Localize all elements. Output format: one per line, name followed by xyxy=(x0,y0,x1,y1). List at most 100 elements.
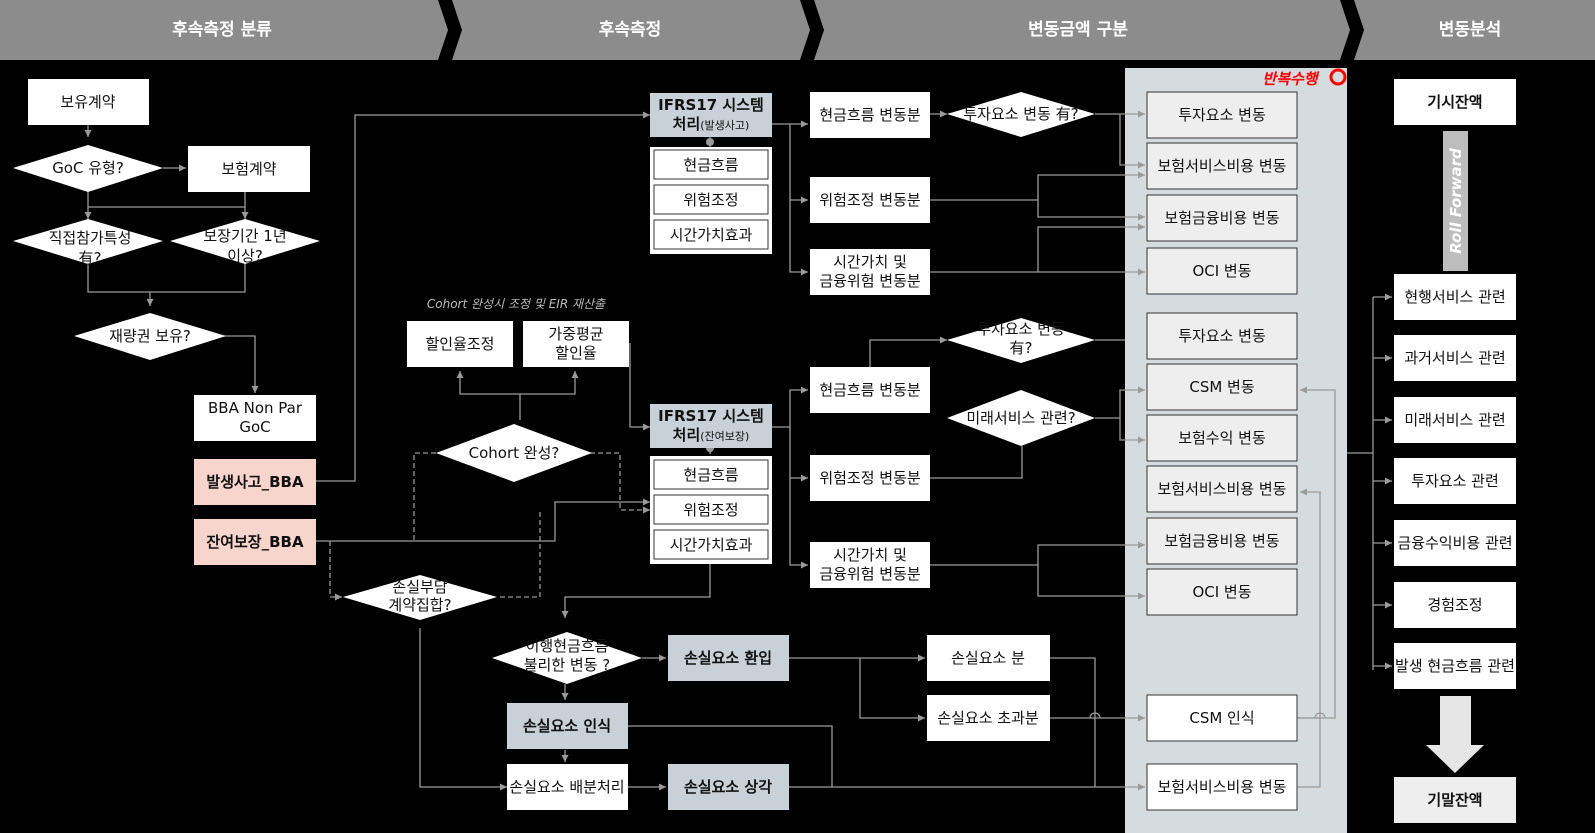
result-box xyxy=(1146,91,1298,139)
holding-contract-label: 보유계약 xyxy=(60,93,115,111)
system-incurred-title: IFRS17 시스템 xyxy=(658,96,764,114)
result-label: CSM 변동 xyxy=(1189,378,1255,396)
ra-change-label: 위험조정 변동분 xyxy=(819,469,921,487)
junction-dot xyxy=(706,138,714,146)
future-service-decision xyxy=(947,390,1095,446)
result-box xyxy=(1146,363,1298,411)
tv-change-label: 시간가치 및 xyxy=(833,253,907,271)
result-box xyxy=(1146,517,1298,565)
loss-excess-label: 손실요소 초과분 xyxy=(937,709,1039,727)
invest-change-decision xyxy=(947,92,1095,137)
analysis-item-label: 과거서비스 관련 xyxy=(1404,349,1505,367)
analysis-item-label: 발생 현금흐름 관련 xyxy=(1395,657,1515,675)
result-label: 보험금융비용 변동 xyxy=(1164,209,1279,227)
header-chevron-1 xyxy=(0,0,448,60)
fulfilment-cf-label: 불리한 변동 ? xyxy=(524,656,611,674)
header-title: 변동금액 구분 xyxy=(1028,20,1128,40)
result-box xyxy=(1146,568,1298,616)
header-chevron-2 xyxy=(452,0,810,60)
analysis-item-label: 미래서비스 관련 xyxy=(1404,411,1505,429)
discount-rate-label: 할인율조정 xyxy=(425,335,494,353)
col1-nodes: 보유계약 GoC 유형? 보험계약 직접참가특성 有? 보장기간 1년 이상? … xyxy=(13,79,320,565)
result-label: 보험서비스비용 변동 xyxy=(1158,778,1287,796)
cf-change-box xyxy=(810,367,930,413)
component-label: 현금흐름 xyxy=(683,156,738,174)
analysis-item-box xyxy=(1394,582,1516,628)
component-box xyxy=(653,149,769,180)
result-label: CSM 인식 xyxy=(1189,709,1254,727)
opening-balance-label: 기시잔액 xyxy=(1427,93,1482,111)
cohort-complete-label: Cohort 완성? xyxy=(469,444,560,462)
loss-amortization-label: 손실요소 상각 xyxy=(684,778,772,796)
ra-change-box xyxy=(810,455,930,501)
component-label: 시간가치효과 xyxy=(670,226,753,244)
line-hop xyxy=(1089,712,1101,719)
opening-balance-box xyxy=(1394,79,1516,125)
future-service-label: 미래서비스 관련? xyxy=(966,409,1075,427)
goc-type-decision xyxy=(13,145,163,192)
loss-reversal-label: 손실요소 환입 xyxy=(684,649,772,667)
invest-change-label: 투자요소 변동 xyxy=(977,320,1065,338)
analysis-item-label: 투자요소 관련 xyxy=(1411,472,1499,490)
component-label: 현금흐름 xyxy=(683,466,738,484)
cohort-complete-decision xyxy=(436,424,592,482)
component-box xyxy=(653,494,769,525)
analysis-item-label: 현행서비스 관련 xyxy=(1404,288,1505,306)
result-box xyxy=(1146,414,1298,462)
col3-nodes: 현금흐름 변동분 위험조정 변동분 시간가치 및 금융위험 변동분 투자요소 변… xyxy=(810,68,1347,741)
fulfilment-cf-decision xyxy=(492,632,642,684)
analysis-item-box xyxy=(1394,520,1516,566)
tv-change-label: 금융위험 변동분 xyxy=(819,565,921,583)
component-box xyxy=(653,459,769,490)
header-chevron-4 xyxy=(1354,0,1595,60)
discount-rate-box xyxy=(407,321,513,367)
onerous-group-decision xyxy=(343,575,497,620)
direct-participation-decision xyxy=(13,219,163,264)
dashed-connectors xyxy=(329,452,650,601)
system-remaining-title: IFRS17 시스템 xyxy=(658,407,764,425)
result-box xyxy=(1146,312,1298,360)
tv-change-box xyxy=(810,249,930,295)
loss-allocation-label: 손실요소 배분처리 xyxy=(509,778,624,796)
result-label: 보험서비스비용 변동 xyxy=(1158,480,1287,498)
loss-excess-box xyxy=(927,695,1050,741)
remaining-bba-box xyxy=(194,519,316,565)
closing-balance-label: 기말잔액 xyxy=(1427,791,1482,809)
discretion-decision xyxy=(74,313,226,360)
bba-non-par-label: BBA Non Par xyxy=(208,399,303,417)
cohort-note: Cohort 완성시 조정 및 EIR 재산출 xyxy=(427,297,606,311)
result-box xyxy=(1146,694,1298,742)
tv-change-label: 시간가치 및 xyxy=(833,546,907,564)
analysis-item-label: 금융수익비용 관련 xyxy=(1397,534,1512,552)
result-box xyxy=(1146,194,1298,242)
loss-recognition-label: 손실요소 인식 xyxy=(523,717,611,735)
tv-change-label: 금융위험 변동분 xyxy=(819,272,921,290)
component-label: 위험조정 xyxy=(683,191,738,209)
discretion-label: 재량권 보유? xyxy=(109,327,191,345)
holding-contract-box xyxy=(28,79,149,125)
system-remaining-box xyxy=(650,404,772,448)
header-bar: 후속측정 분류 후속측정 변동금액 구분 변동분석 xyxy=(0,0,1595,60)
cf-change-label: 현금흐름 변동분 xyxy=(819,106,921,124)
result-box xyxy=(1146,142,1298,190)
repeat-label: 반복수행 xyxy=(1262,70,1319,88)
header-title: 후속측정 분류 xyxy=(172,19,272,40)
loss-part-box xyxy=(927,635,1050,681)
insurance-contract-box xyxy=(188,146,310,192)
header-title: 변동분석 xyxy=(1439,20,1502,40)
loss-part-label: 손실요소 분 xyxy=(951,649,1025,667)
result-box xyxy=(1146,465,1298,513)
result-box xyxy=(1146,763,1298,811)
system-remaining-sub: 처리(잔여보장) xyxy=(673,426,750,444)
invest-change-label: 有? xyxy=(1010,339,1033,357)
fulfilment-cf-label: 이행현금흐름 xyxy=(526,637,609,655)
analysis-item-box xyxy=(1394,458,1516,504)
loss-amortization-box xyxy=(668,764,789,810)
system-incurred-sub: 처리(발생사고) xyxy=(673,115,750,133)
coverage-period-decision xyxy=(170,219,320,264)
coverage-period-label: 이상? xyxy=(227,247,263,265)
col2-nodes: Cohort 완성시 조정 및 EIR 재산출 할인율조정 가중평균 할인율 C… xyxy=(343,93,789,810)
onerous-group-label: 손실부담 xyxy=(392,578,447,596)
